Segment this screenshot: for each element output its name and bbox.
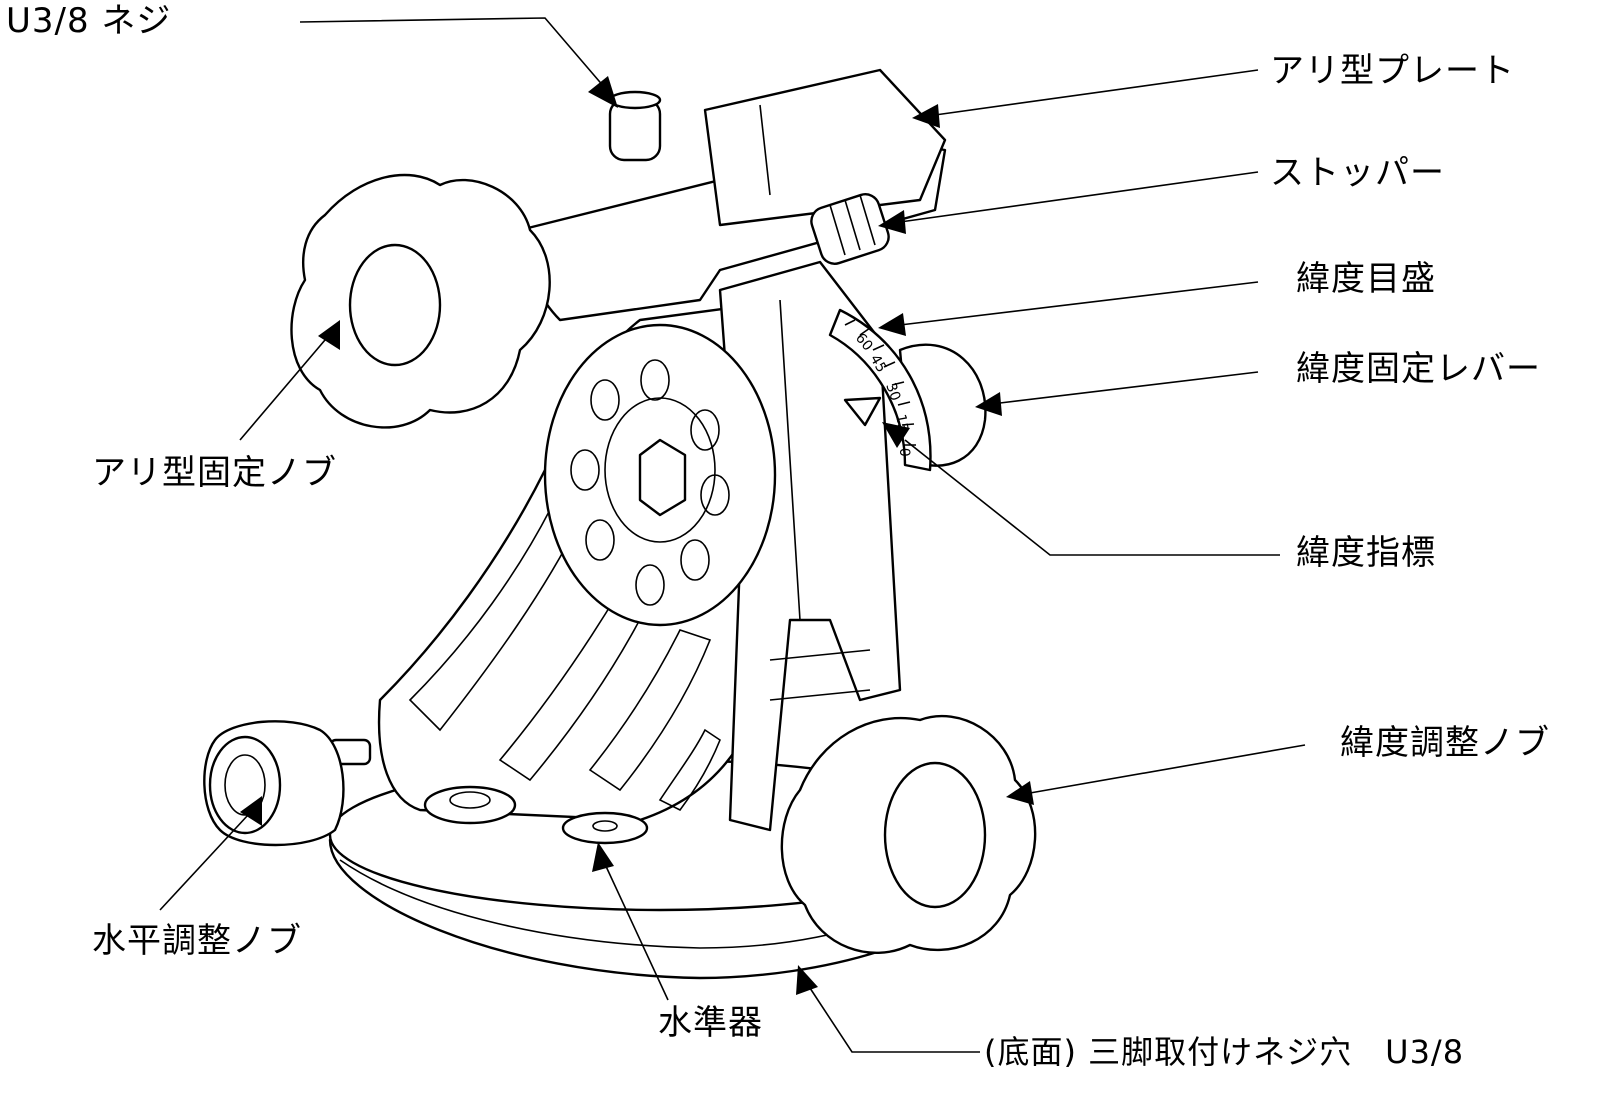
label-dovetail-lock-knob: アリ型固定ノブ bbox=[92, 453, 337, 493]
dovetail-head bbox=[518, 68, 947, 322]
leader-latitude-scale bbox=[878, 281, 1259, 336]
leader-stopper bbox=[878, 171, 1259, 234]
leader-tripod-hole bbox=[796, 965, 980, 1053]
leader-latitude-lock-lever bbox=[975, 371, 1259, 416]
leader-latitude-adjust-knob bbox=[1006, 744, 1306, 805]
leader-latitude-indicator bbox=[882, 422, 1280, 556]
leader-spirit-level bbox=[592, 842, 669, 1001]
label-latitude-scale: 緯度目盛 bbox=[1296, 259, 1436, 299]
label-horizontal-adjust-knob: 水平調整ノブ bbox=[92, 921, 302, 961]
scale-tick-30: 30 bbox=[882, 381, 903, 403]
label-u38-screw: U3/8 ネジ bbox=[6, 1, 172, 41]
latitude-adjust-knob bbox=[780, 714, 1037, 955]
label-latitude-lock-lever: 緯度固定レバー bbox=[1296, 349, 1541, 389]
label-latitude-adjust-knob: 緯度調整ノブ bbox=[1340, 723, 1550, 763]
leader-horizontal-adjust-knob bbox=[159, 796, 262, 911]
leader-dovetail-lock-knob bbox=[239, 320, 340, 441]
label-spirit-level: 水準器 bbox=[658, 1003, 763, 1043]
scale-tick-0: 0 bbox=[896, 448, 912, 457]
label-tripod-hole: (底面) 三脚取付けネジ穴 U3/8 bbox=[984, 1033, 1465, 1071]
base-bolt bbox=[423, 785, 517, 825]
label-dovetail-plate: アリ型プレート bbox=[1270, 51, 1515, 91]
rosette-holes bbox=[570, 359, 730, 606]
dovetail-lock-knob bbox=[290, 173, 551, 429]
label-latitude-indicator: 緯度指標 bbox=[1296, 533, 1436, 573]
scale-tick-45: 45 bbox=[867, 352, 890, 375]
leader-u38-screw bbox=[299, 17, 618, 108]
horizontal-adjust-knob bbox=[203, 720, 372, 847]
spirit-level bbox=[561, 811, 649, 845]
leader-dovetail-plate bbox=[912, 69, 1259, 128]
stopper bbox=[810, 193, 890, 265]
rosette-disk bbox=[543, 323, 777, 627]
label-stopper: ストッパー bbox=[1270, 153, 1445, 193]
